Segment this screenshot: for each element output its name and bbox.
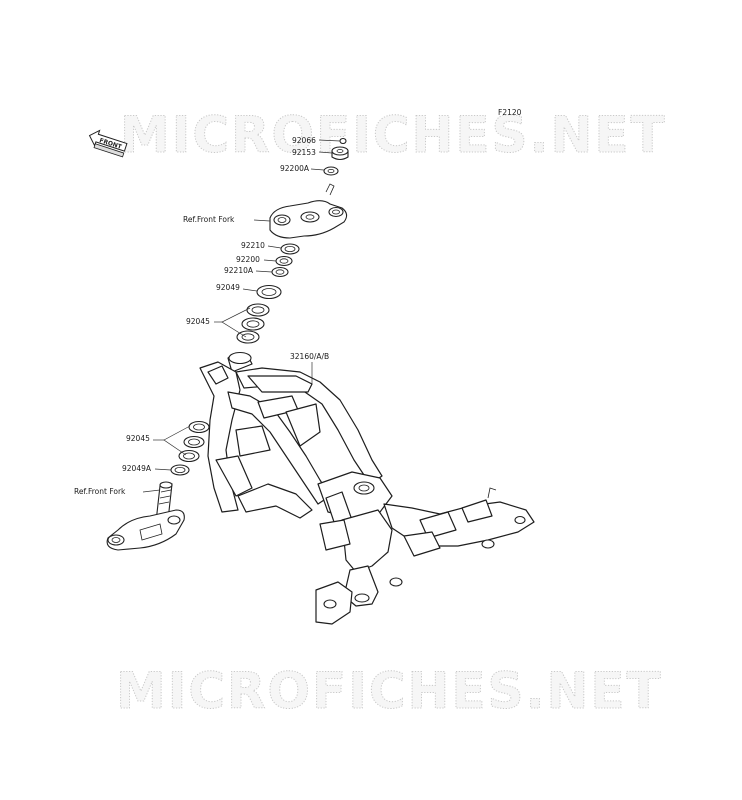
label-92049: 92049 (216, 283, 240, 292)
label-92045-lower: 92045 (126, 434, 150, 443)
watermark-bottom: MICROFICHES.NET (116, 662, 663, 720)
part-92200A-washer (323, 166, 339, 176)
label-ref-front-fork-lower: Ref.Front Fork (74, 487, 126, 496)
part-92049A-seal (170, 464, 190, 476)
figure-code: F2120 (498, 108, 522, 117)
label-32160-A-B: 32160/A/B (290, 352, 329, 361)
watermark-top: MICROFICHES.NET (120, 106, 667, 164)
front-arrow-icon: FRONT (88, 129, 128, 158)
part-lower-triple-clamp-stem (106, 481, 185, 551)
part-92153-nut (331, 146, 349, 161)
part-92045-lower-bearing (178, 420, 210, 463)
part-32160-main-frame (199, 351, 535, 625)
part-92066-cap (339, 137, 347, 145)
part-upper-triple-clamp (269, 183, 348, 239)
label-92210: 92210 (241, 241, 265, 250)
part-92210-seal (280, 243, 300, 255)
part-92049-seal (256, 284, 282, 300)
part-92045-upper-bearing (236, 303, 270, 344)
label-92066: 92066 (292, 136, 316, 145)
label-92200: 92200 (236, 255, 260, 264)
part-92210A-seal (271, 266, 289, 278)
label-92210A: 92210A (224, 266, 254, 275)
label-92049A: 92049A (122, 464, 152, 473)
part-92200-washer (275, 255, 293, 267)
label-ref-front-fork-upper: Ref.Front Fork (183, 215, 235, 224)
label-92200A: 92200A (280, 164, 310, 173)
label-92153: 92153 (292, 148, 316, 157)
label-92045-upper: 92045 (186, 317, 210, 326)
